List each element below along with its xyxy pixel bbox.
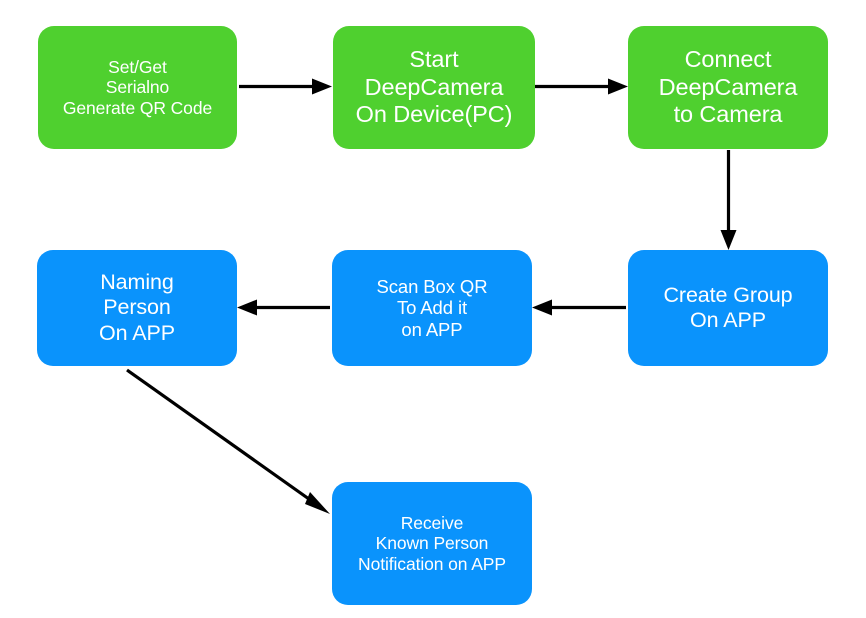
node-receive-known-person-notification[interactable]: Receive Known Person Notification on APP [332, 482, 532, 605]
node-start-deepcamera-on-device[interactable]: Start DeepCamera On Device(PC) [333, 26, 535, 149]
edge-set-get-serialno-to-start-deepcamera [239, 78, 332, 95]
node-naming-person-on-app[interactable]: Naming Person On APP [37, 250, 237, 366]
node-connect-deepcamera-to-camera[interactable]: Connect DeepCamera to Camera [628, 26, 828, 149]
node-set-get-serialno[interactable]: Set/Get Serialno Generate QR Code [38, 26, 237, 149]
node-scan-box-qr-to-add-it-on-app[interactable]: Scan Box QR To Add it on APP [332, 250, 532, 366]
edge-create-group-to-scan-box-qr [532, 299, 626, 316]
edge-start-deepcamera-to-connect-deepcamera [535, 78, 628, 95]
edge-naming-person-to-receive-notification [126, 368, 330, 514]
node-create-group-on-app[interactable]: Create Group On APP [628, 250, 828, 366]
edge-connect-deepcamera-to-create-group [720, 150, 737, 250]
edge-scan-box-qr-to-naming-person [237, 299, 330, 316]
